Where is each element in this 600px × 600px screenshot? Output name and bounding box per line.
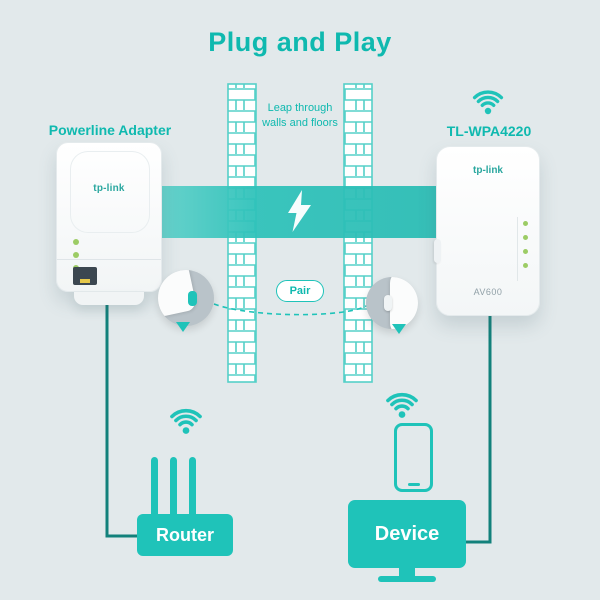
router-antenna [170,457,177,517]
pair-zoom-left [158,270,214,326]
model-text: AV600 [473,287,503,297]
wall-note-line1: Leap through [267,102,333,114]
wifi-icon [165,402,207,436]
led-dot [73,239,79,245]
powerline-extender: tp-link AV600 [434,146,540,316]
pair-button-closeup [384,295,392,311]
cable-line-right [466,312,492,544]
router-label-box: Router [137,514,233,556]
right-device-label: TL-WPA4220 [446,123,532,139]
cable-line-left [105,290,139,538]
pair-zoom-right [366,277,418,329]
adapter-bottom-tab [74,292,144,305]
left-device-label: Powerline Adapter [48,122,172,138]
router-antenna [189,457,196,517]
led-dot [523,221,528,226]
brand-logo: tp-link [93,183,125,194]
wall-note: Leap through walls and floors [253,101,347,131]
down-arrow-icon [392,324,406,334]
page-title: Plug and Play [208,27,392,57]
port-contact [80,279,90,283]
pair-button-closeup [188,291,197,306]
body-seam [57,259,161,260]
device-label-box: Device [348,500,466,568]
extender-closeup [390,277,418,329]
ethernet-port [73,267,97,285]
led-dot [523,263,528,268]
wall-note-line2: walls and floors [262,117,338,129]
pair-badge: Pair [276,280,324,302]
phone-home-bar [407,483,420,486]
smartphone-icon [394,423,433,492]
down-arrow-icon [176,322,190,332]
wifi-pair-button [434,239,441,263]
wifi-icon [381,386,423,420]
monitor-stand-neck [399,568,415,576]
powerline-adapter-body: tp-link [56,142,162,292]
brand-logo: tp-link [473,165,503,176]
led-dot [73,252,79,258]
powerline-adapter: tp-link [56,142,162,307]
led-dot [523,249,528,254]
router-antenna [151,457,158,517]
led-indicators [523,221,528,268]
lightning-icon [288,190,311,232]
wifi-icon [468,84,508,116]
led-dot [523,235,528,240]
led-groove [517,217,518,281]
monitor-stand-base [378,576,436,582]
